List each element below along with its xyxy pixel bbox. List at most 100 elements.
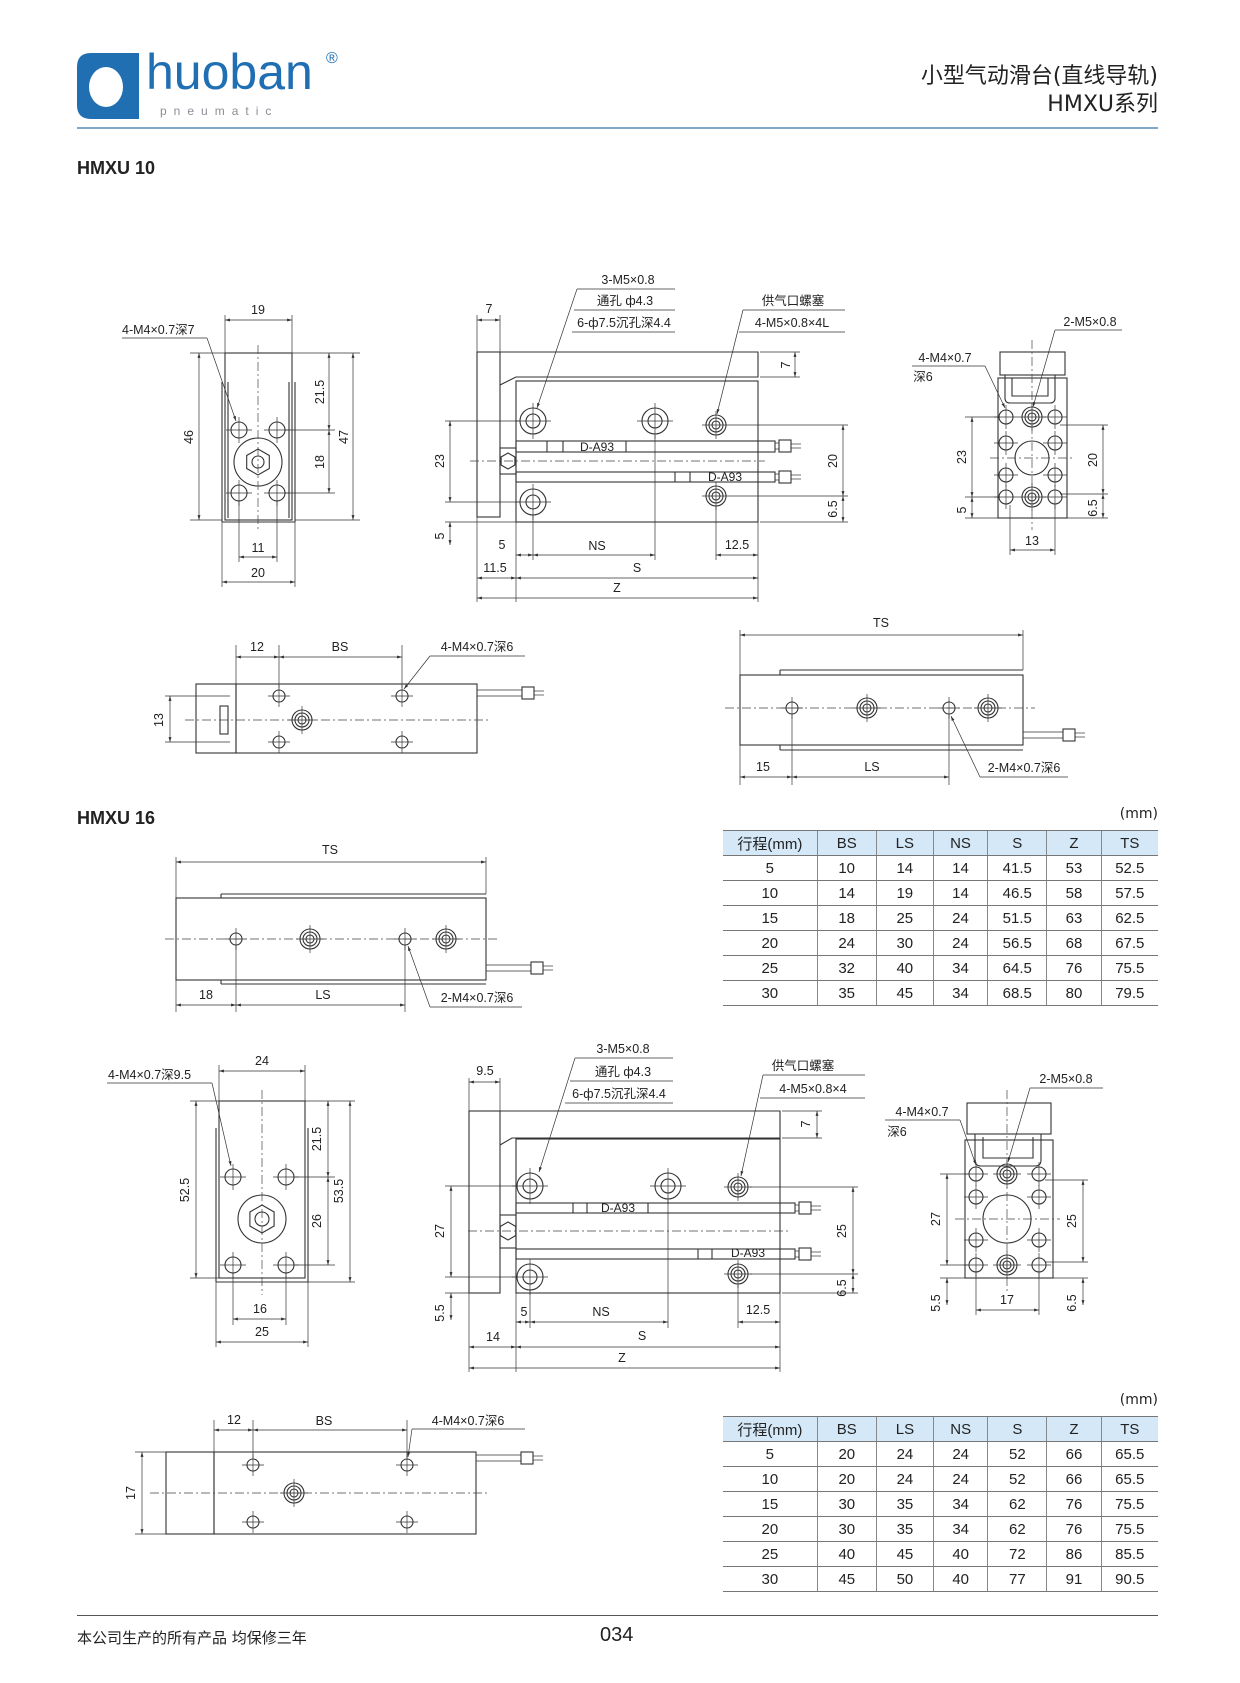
- dimension-label: Z: [618, 1351, 626, 1365]
- dimension-label: 20: [826, 454, 840, 468]
- table-cell: 14: [932, 880, 988, 906]
- table-cell: 64.5: [987, 955, 1047, 981]
- leader-line: [403, 655, 431, 690]
- table-cell: 20: [816, 1441, 877, 1467]
- column-header: BS: [816, 830, 877, 856]
- dimension-label: BS: [316, 1414, 333, 1428]
- brand-subtitle: pneumatic: [160, 104, 279, 118]
- table-cell: 10: [723, 880, 818, 906]
- table-cell: 30: [816, 1491, 877, 1517]
- table-cell: 24: [933, 1466, 988, 1492]
- outline: [1004, 375, 1056, 404]
- table-cell: 77: [987, 1566, 1047, 1592]
- page-number: 034: [600, 1624, 634, 1646]
- dimension-label: 12.5: [725, 538, 749, 552]
- leader-line: [407, 945, 431, 1008]
- dimension-label: 11.5: [483, 561, 506, 575]
- dimension-label: 9.5: [476, 1064, 493, 1078]
- table-cell: 40: [816, 1541, 877, 1567]
- dimension-label: 通孔 ф4.3: [597, 294, 653, 308]
- dimension-label: 25: [835, 1224, 849, 1238]
- table-cell: 40: [933, 1541, 988, 1567]
- dimension-label: 5.5: [929, 1294, 943, 1311]
- page-title: 小型气动滑台(直线导轨): [920, 64, 1158, 89]
- table-cell: 91: [1046, 1566, 1102, 1592]
- table-cell: 18: [816, 905, 877, 931]
- outline: [778, 470, 792, 484]
- table-cell: 90.5: [1100, 1566, 1158, 1592]
- dimension-label: 3-M5×0.8: [601, 273, 654, 287]
- dimension-label: 13: [1025, 534, 1039, 548]
- dimension-label: 2-M5×0.8: [1063, 315, 1116, 329]
- hole-icon: [233, 437, 283, 487]
- table-cell: 45: [816, 1566, 877, 1592]
- table-cell: 85.5: [1100, 1541, 1158, 1567]
- table-cell: 63: [1046, 905, 1102, 931]
- dimension-label: 4-M5×0.8×4L: [755, 316, 829, 330]
- table-cell: 76: [1046, 1516, 1102, 1542]
- table-cell: 53: [1046, 855, 1102, 881]
- outline: [997, 377, 1068, 519]
- table-cell: 52: [987, 1466, 1047, 1492]
- dimension-label: LS: [864, 760, 879, 774]
- table-cell: 35: [816, 980, 877, 1006]
- dimension-label: 23: [955, 450, 969, 464]
- dimension-label: 25: [255, 1325, 269, 1339]
- dimension-label: 11: [252, 541, 265, 555]
- hmxu10-side-view: 3-M5×0.8通孔 ф4.36-ф7.5沉孔深4.4供气口螺塞4-M5×0.8…: [433, 273, 848, 602]
- dimension-label: 6.5: [1065, 1294, 1079, 1311]
- dimension-label: 3-M5×0.8: [596, 1042, 649, 1056]
- table-cell: 10: [723, 1466, 818, 1492]
- dimension-label: 14: [486, 1330, 500, 1344]
- dimension-label: 5: [521, 1305, 528, 1319]
- dimension-label: 4-M4×0.7深9.5: [108, 1068, 191, 1082]
- outline: [515, 1248, 796, 1260]
- dimension-label: 16: [253, 1302, 267, 1316]
- hex-nut-icon: [499, 1221, 517, 1241]
- dimension-label: 5: [955, 506, 969, 513]
- dimension-label: TS: [322, 843, 338, 857]
- table-cell: 35: [875, 1491, 934, 1517]
- table-cell: 62: [987, 1491, 1047, 1517]
- table-cell: 34: [933, 1516, 988, 1542]
- dimension-label: 7: [486, 302, 493, 316]
- section-title-hmxu10: HMXU 10: [77, 158, 156, 178]
- table-cell: 19: [875, 880, 934, 906]
- leader-line: [538, 1057, 576, 1173]
- table-cell: 24: [875, 1441, 934, 1467]
- outline: [1062, 728, 1076, 742]
- table-cell: 52: [987, 1441, 1047, 1467]
- table-cell: 14: [932, 855, 988, 881]
- table-cell: 24: [932, 905, 988, 931]
- column-header: TS: [1100, 1416, 1158, 1442]
- dimension-label: TS: [873, 616, 889, 630]
- table-cell: 34: [932, 980, 988, 1006]
- column-header: S: [987, 1416, 1047, 1442]
- table-cell: 68: [1046, 930, 1102, 956]
- table-cell: 46.5: [987, 880, 1047, 906]
- dimension-label: 26: [310, 1214, 324, 1228]
- table-cell: 76: [1046, 1491, 1102, 1517]
- outline: [515, 440, 776, 453]
- dimension-label: 供气口螺塞: [762, 293, 825, 308]
- table-cell: 65.5: [1100, 1466, 1158, 1492]
- table-cell: 30: [875, 930, 934, 956]
- dimension-label: D-A93: [580, 440, 614, 454]
- dimension-label: LS: [315, 988, 330, 1002]
- outline: [499, 1214, 517, 1249]
- table-cell: 66: [1046, 1441, 1102, 1467]
- hex-nut-icon: [246, 448, 270, 476]
- column-header: Z: [1046, 830, 1102, 856]
- dimension-label: 52.5: [178, 1178, 192, 1202]
- column-header: BS: [816, 1416, 877, 1442]
- dimension-label: 6-ф7.5沉孔深4.4: [572, 1087, 666, 1101]
